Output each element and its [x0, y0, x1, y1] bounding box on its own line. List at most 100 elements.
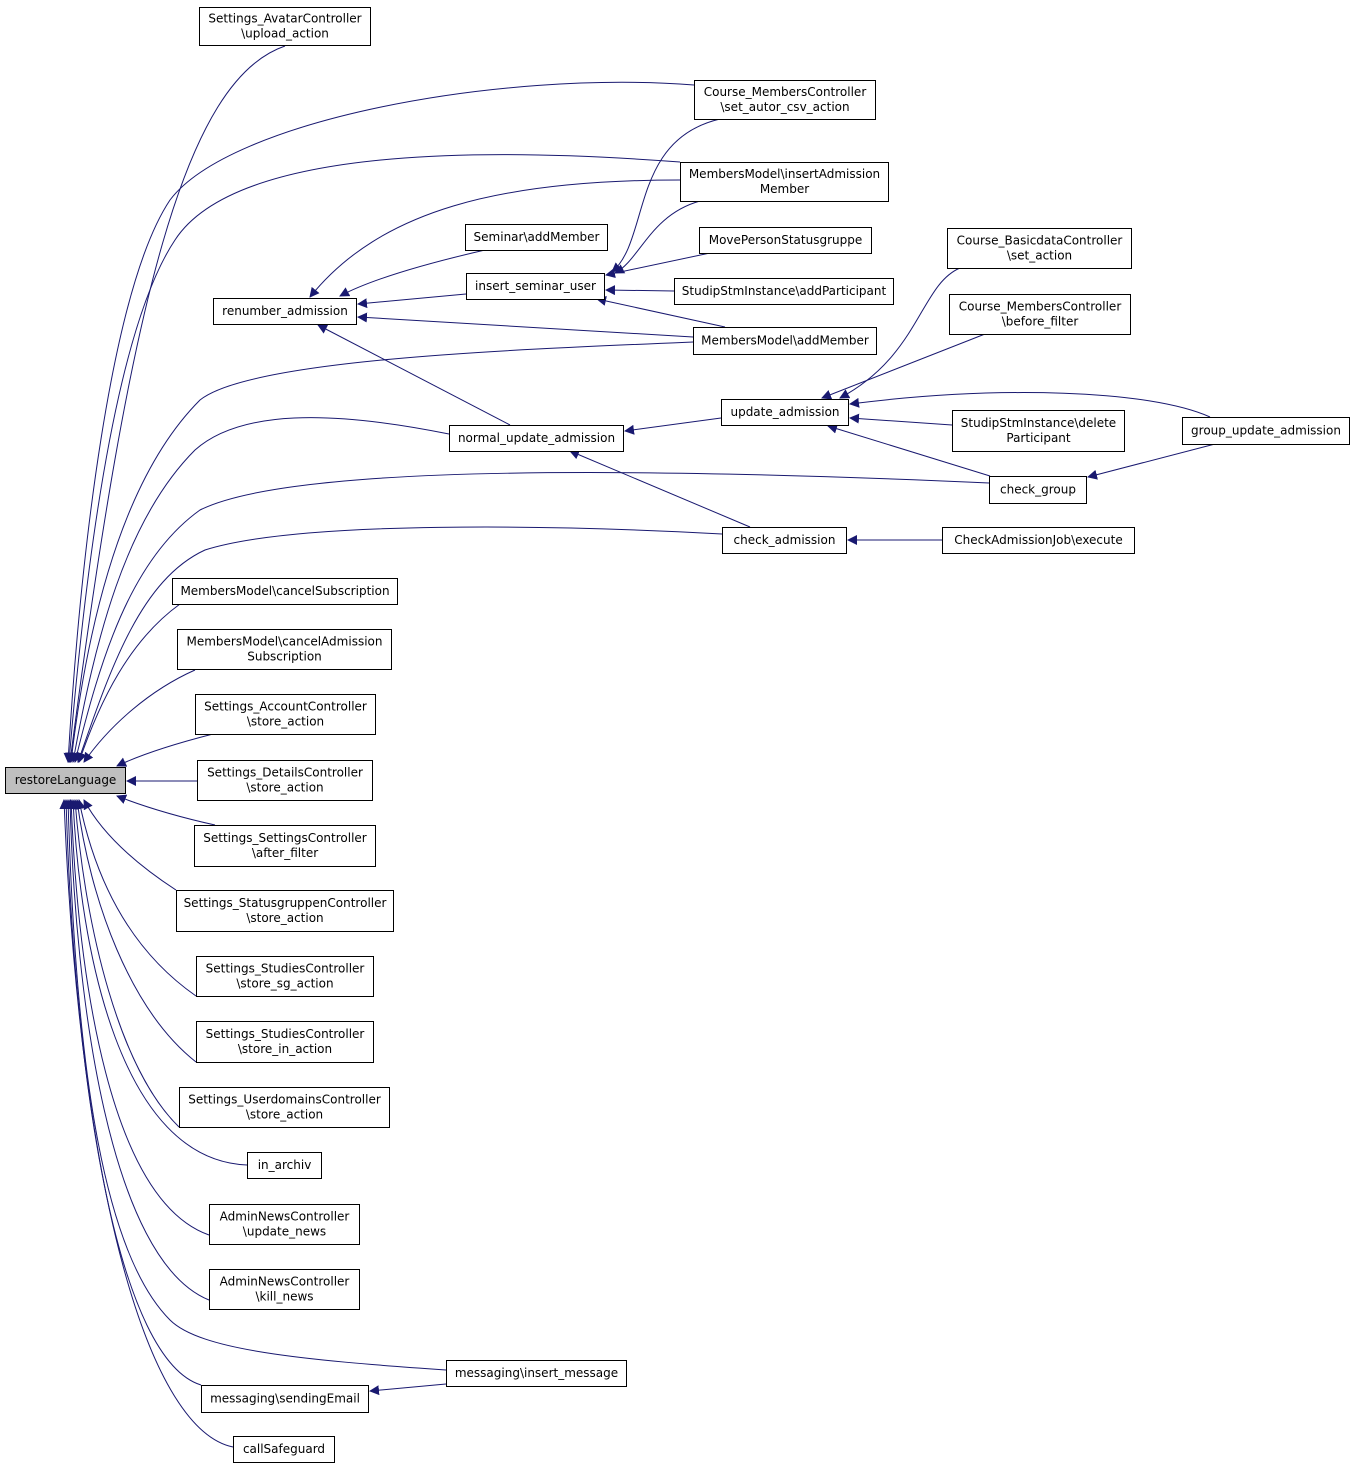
node-check-admission-job[interactable]: CheckAdmissionJob\execute	[942, 527, 1135, 554]
node-label: MembersModel\addMember	[701, 334, 869, 348]
node-course-members-before[interactable]: Course_MembersController\before_filter	[949, 294, 1131, 335]
node-label: AdminNewsController	[220, 1275, 350, 1289]
node-move-person[interactable]: MovePersonStatusgruppe	[699, 227, 872, 254]
node-insert-seminar-user[interactable]: insert_seminar_user	[466, 273, 605, 300]
node-renumber-admission[interactable]: renumber_admission	[213, 298, 357, 325]
edge-in-archiv-to-restoreLanguage	[68, 799, 248, 1166]
node-label: AdminNewsController	[220, 1210, 350, 1224]
node-label: Settings_DetailsController	[207, 766, 363, 780]
node-label: Settings_StudiesController	[206, 1027, 365, 1041]
edge-studies-store-in-to-restoreLanguage	[73, 799, 197, 1063]
node-group-update-admission[interactable]: group_update_admission	[1182, 417, 1350, 445]
node-label: \store_action	[247, 715, 324, 729]
node-box	[194, 825, 376, 867]
node-label: \before_filter	[1002, 315, 1079, 329]
node-box	[197, 760, 373, 801]
edge-check-group-to-update-admission	[827, 423, 991, 477]
node-label: \after_filter	[252, 846, 318, 860]
node-box	[213, 298, 357, 325]
node-course-basicdata[interactable]: Course_BasicdataController\set_action	[947, 228, 1132, 269]
edge-path	[339, 249, 486, 297]
node-in-archiv[interactable]: in_archiv	[247, 1152, 322, 1179]
node-messaging-sending[interactable]: messaging\sendingEmail	[201, 1385, 369, 1413]
edge-studies-store-sg-to-restoreLanguage	[75, 799, 197, 997]
edge-path	[611, 118, 721, 273]
node-details-store[interactable]: Settings_DetailsController\store_action	[197, 760, 373, 801]
edge-path	[1087, 443, 1216, 480]
node-box	[195, 694, 376, 735]
node-restoreLanguage[interactable]: restoreLanguage	[5, 767, 126, 794]
node-box	[952, 410, 1125, 452]
node-adminnews-update[interactable]: AdminNewsController\update_news	[209, 1204, 360, 1245]
node-call-safeguard[interactable]: callSafeguard	[233, 1436, 335, 1463]
node-label: Course_MembersController	[959, 300, 1122, 314]
node-check-group[interactable]: check_group	[989, 476, 1087, 504]
node-course-members-csv[interactable]: Course_MembersController\set_autor_csv_a…	[694, 80, 876, 120]
edge-path	[66, 45, 286, 763]
node-studies-store-sg[interactable]: Settings_StudiesController\store_sg_acti…	[196, 956, 374, 997]
edge-path	[73, 799, 197, 1063]
node-studip-add-participant[interactable]: StudipStmInstance\addParticipant	[674, 278, 894, 305]
node-label: StudipStmInstance\delete	[961, 416, 1116, 430]
edge-path	[69, 417, 450, 763]
node-userdomains-store[interactable]: Settings_UserdomainsController\store_act…	[179, 1087, 390, 1128]
edge-members-cancel-admission-to-restoreLanguage	[83, 669, 196, 763]
edge-path	[77, 603, 181, 763]
node-label: MembersModel\cancelAdmission	[187, 635, 383, 649]
node-adminnews-kill[interactable]: AdminNewsController\kill_news	[209, 1269, 360, 1310]
node-label: Settings_StatusgruppenController	[184, 896, 387, 910]
edge-path	[821, 333, 986, 400]
edge-path	[76, 526, 723, 763]
node-box	[674, 278, 894, 305]
edge-path	[64, 154, 681, 763]
node-label: Settings_AvatarController	[208, 12, 361, 26]
node-label: \update_news	[243, 1225, 326, 1239]
edge-studip-add-participant-to-insert-seminar-user	[605, 285, 675, 296]
node-box	[196, 1021, 374, 1063]
node-label: Seminar\addMember	[474, 230, 600, 244]
node-box	[209, 1204, 360, 1245]
edge-path	[63, 799, 447, 1371]
edge-path	[67, 341, 694, 763]
node-label: Participant	[1006, 431, 1071, 445]
node-label: in_archiv	[258, 1158, 312, 1172]
node-account-store[interactable]: Settings_AccountController\store_action	[195, 694, 376, 735]
edge-members-insert-admission-to-renumber-admission	[309, 179, 681, 298]
node-box	[5, 767, 126, 794]
edge-insert-seminar-user-to-renumber-admission	[357, 293, 467, 309]
node-box	[449, 425, 624, 452]
edge-path	[605, 252, 711, 279]
edge-path	[59, 799, 234, 1448]
node-members-addmember[interactable]: MembersModel\addMember	[693, 327, 877, 355]
edge-messaging-insert-to-messaging-sending	[369, 1383, 447, 1396]
node-seminar-addmember[interactable]: Seminar\addMember	[465, 224, 608, 251]
node-box	[721, 399, 849, 426]
node-check-admission[interactable]: check_admission	[722, 527, 847, 554]
node-box	[209, 1269, 360, 1310]
edge-members-addmember-to-renumber-admission	[357, 312, 694, 338]
node-settings-after[interactable]: Settings_SettingsController\after_filter	[194, 825, 376, 867]
node-box	[947, 228, 1132, 269]
edge-normal-update-admission-to-restoreLanguage	[69, 417, 450, 763]
node-avatar-upload[interactable]: Settings_AvatarController\upload_action	[199, 7, 371, 46]
node-label: \store_action	[246, 911, 323, 925]
edge-course-members-csv-to-restoreLanguage	[63, 81, 695, 763]
edge-path	[70, 799, 180, 1128]
node-statusgruppen-store[interactable]: Settings_StatusgruppenController\store_a…	[176, 890, 394, 932]
edge-path	[75, 799, 197, 997]
edge-members-insert-admission-to-restoreLanguage	[64, 154, 681, 763]
node-messaging-insert[interactable]: messaging\insert_message	[446, 1360, 627, 1387]
node-normal-update-admission[interactable]: normal_update_admission	[449, 425, 624, 452]
node-update-admission[interactable]: update_admission	[721, 399, 849, 426]
node-members-cancel-sub[interactable]: MembersModel\cancelSubscription	[172, 578, 398, 605]
edge-path	[83, 669, 196, 763]
node-box	[1182, 417, 1350, 445]
node-label: Settings_UserdomainsController	[188, 1093, 381, 1107]
edge-check-admission-to-normal-update-admission	[569, 449, 751, 528]
node-label: \store_in_action	[238, 1042, 332, 1056]
node-box	[177, 629, 392, 670]
node-studies-store-in[interactable]: Settings_StudiesController\store_in_acti…	[196, 1021, 374, 1063]
